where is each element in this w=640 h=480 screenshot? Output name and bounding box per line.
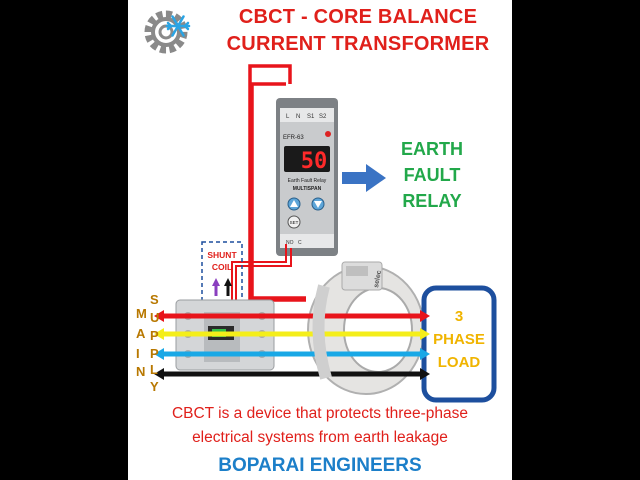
supply-letter-P2: P bbox=[150, 346, 159, 361]
neutral-line bbox=[154, 368, 430, 380]
diagram-svg: L N S1 S2 EFR-63 50 Earth Fault Relay MU… bbox=[144, 10, 497, 403]
cbct-brand: selec bbox=[373, 270, 383, 289]
diagram-panel: L N S1 S2 EFR-63 50 Earth Fault Relay MU… bbox=[128, 0, 512, 480]
shunt-coil-line2: COIL bbox=[212, 262, 232, 272]
relay-label-line1: EARTH bbox=[401, 139, 463, 159]
caret-down-icon bbox=[314, 201, 322, 208]
relay-display-value: 50 bbox=[301, 149, 328, 174]
relay-terminal-S2: S2 bbox=[319, 114, 327, 120]
load-box bbox=[421, 285, 497, 403]
phase-yellow-line bbox=[154, 328, 430, 340]
title-line2: CURRENT TRANSFORMER bbox=[226, 33, 490, 55]
phase-blue-line bbox=[154, 348, 430, 360]
trip-wire-1 bbox=[231, 244, 287, 300]
load-line2: PHASE bbox=[433, 331, 485, 348]
relay-display bbox=[284, 146, 330, 172]
relay-terminal-NO: NO bbox=[286, 240, 294, 246]
shunt-coil-arrows-icon bbox=[212, 278, 232, 296]
gear-snowflake-logo-icon bbox=[144, 10, 191, 54]
main-letter-M: M bbox=[136, 306, 147, 321]
cbct-ring bbox=[307, 261, 425, 395]
supply-letter-P1: P bbox=[150, 328, 159, 343]
phase-red-line bbox=[154, 310, 430, 322]
supply-letter-L: L bbox=[150, 362, 158, 377]
relay-terminal-S1: S1 bbox=[307, 114, 315, 120]
main-letter-I: I bbox=[136, 346, 140, 361]
arrow-right-icon bbox=[342, 164, 386, 192]
relay-set-label: SET bbox=[290, 220, 299, 225]
shunt-coil-line1: SHUNT bbox=[207, 250, 237, 260]
earth-fault-relay: L N S1 S2 EFR-63 50 Earth Fault Relay MU… bbox=[276, 98, 338, 256]
trip-wire-2 bbox=[235, 248, 292, 300]
title-line1: CBCT - CORE BALANCE bbox=[238, 6, 478, 28]
supply-letter-U: U bbox=[150, 310, 160, 325]
signal-wire-s1 bbox=[250, 82, 306, 300]
cbct-ring-front bbox=[312, 284, 332, 380]
company-name: BOPARAI ENGINEERS bbox=[218, 455, 422, 476]
relay-caption: Earth Fault Relay bbox=[288, 178, 327, 184]
relay-terminal-L: L bbox=[286, 114, 290, 120]
caret-up-icon bbox=[290, 200, 298, 207]
main-letter-N: N bbox=[136, 364, 146, 379]
footer-line1: CBCT is a device that protects three-pha… bbox=[171, 405, 469, 422]
relay-set-button[interactable] bbox=[287, 215, 301, 229]
footer-line2: electrical systems from earth leakage bbox=[192, 429, 448, 446]
relay-label-line3: RELAY bbox=[402, 191, 462, 211]
relay-label-line2: FAULT bbox=[403, 165, 461, 185]
main-letter-A: A bbox=[136, 326, 146, 341]
load-line1: 3 bbox=[455, 308, 463, 325]
supply-letter-Y: Y bbox=[150, 379, 159, 394]
relay-indicator-led bbox=[325, 131, 331, 137]
relay-brand: MULTISPAN bbox=[293, 186, 322, 192]
relay-terminal-C: C bbox=[298, 240, 302, 246]
supply-letter-S: S bbox=[150, 292, 159, 307]
load-line3: LOAD bbox=[438, 354, 481, 371]
relay-model: EFR-63 bbox=[283, 135, 304, 141]
relay-terminal-N: N bbox=[296, 114, 300, 120]
